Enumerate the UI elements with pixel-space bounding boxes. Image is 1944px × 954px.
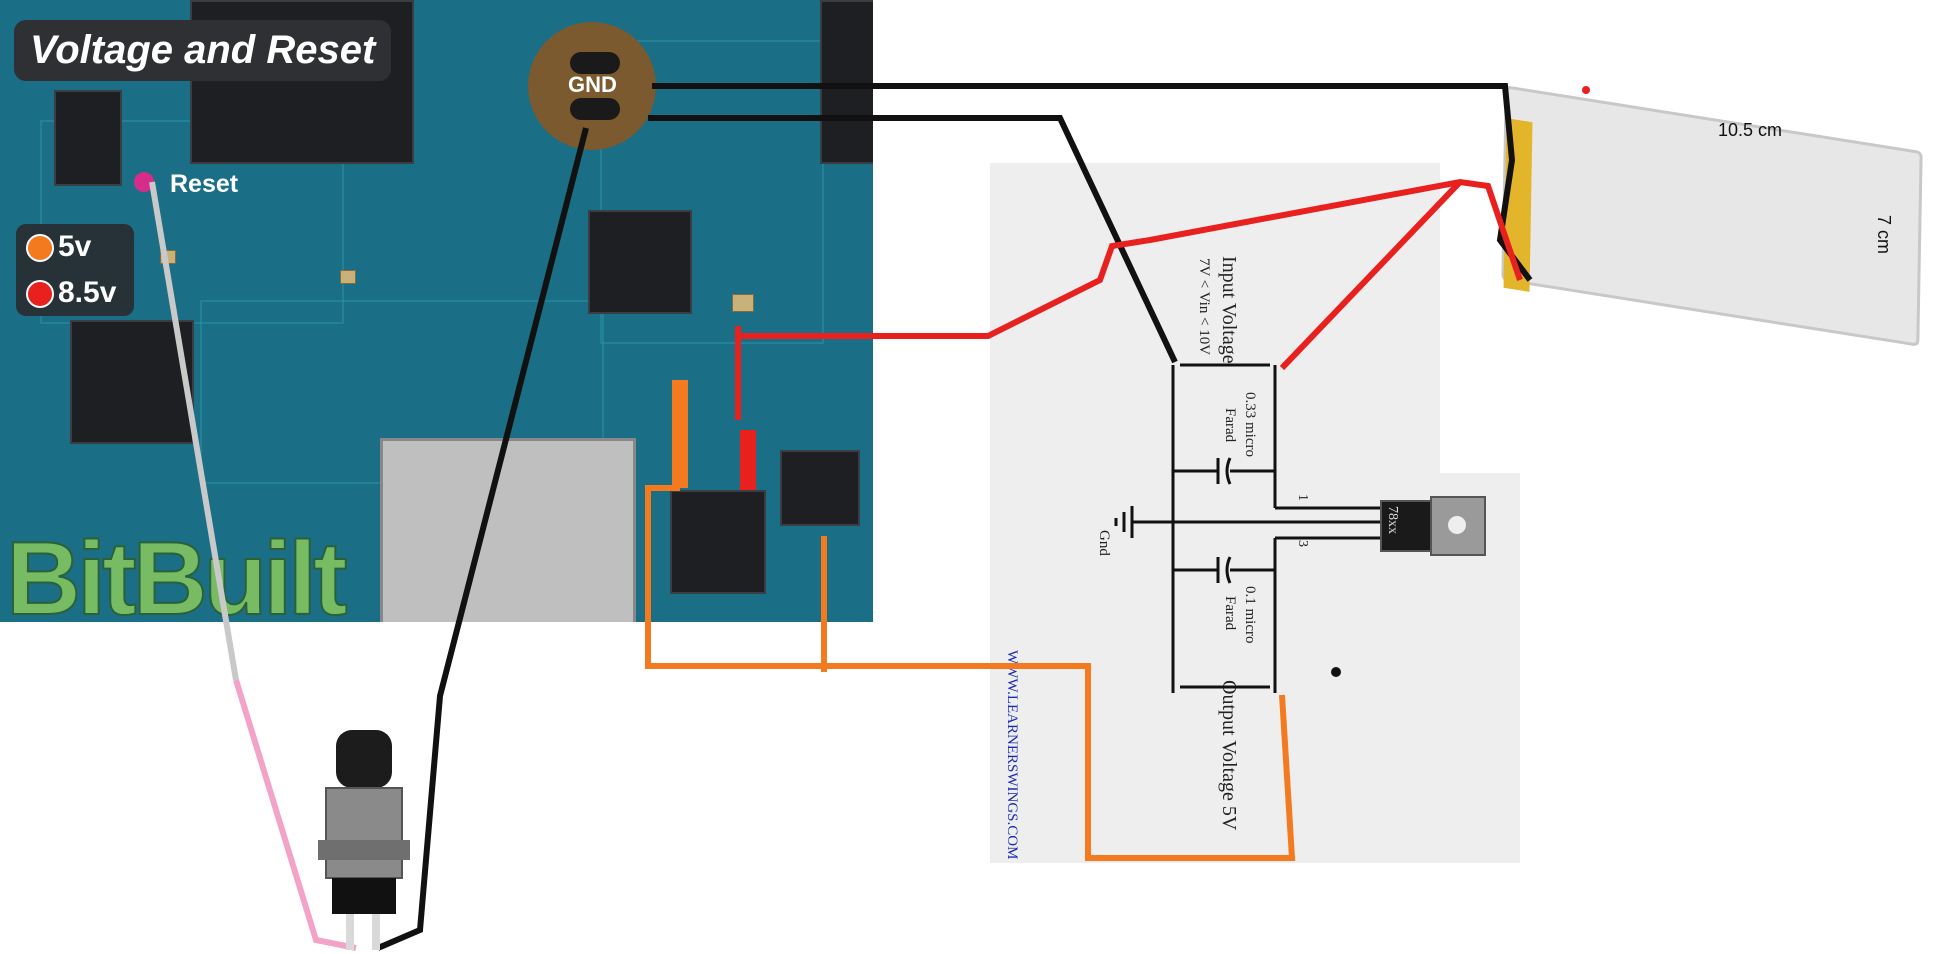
legend-swatch-5v bbox=[26, 234, 54, 262]
battery-width-label: 10.5 cm bbox=[1718, 120, 1783, 140]
small-chip bbox=[54, 90, 122, 186]
gnd-pad bbox=[528, 22, 656, 150]
gnd-wire-schematic bbox=[648, 115, 1178, 364]
button-nut bbox=[318, 840, 410, 860]
usb-port bbox=[380, 438, 636, 622]
reset-wire-grey bbox=[149, 181, 239, 681]
pcb-trace bbox=[600, 40, 824, 344]
regulator-chip bbox=[670, 490, 766, 594]
stray-red-dot bbox=[1582, 86, 1590, 94]
cap-out-plate-curved bbox=[1225, 556, 1232, 584]
button-cap bbox=[336, 730, 392, 788]
reset-point bbox=[134, 172, 154, 192]
vout-wire-main bbox=[645, 485, 1296, 861]
qfp-chip bbox=[70, 320, 194, 444]
reset-label: Reset bbox=[170, 170, 239, 198]
capacitor bbox=[732, 294, 754, 312]
regulator-heatsink-tab bbox=[1430, 496, 1486, 556]
stray-dot bbox=[1331, 667, 1341, 677]
edge-chip bbox=[820, 0, 873, 164]
reset-wire-pink bbox=[233, 679, 357, 951]
ethernet-chip bbox=[588, 210, 692, 314]
button-thread bbox=[325, 787, 403, 879]
legend-swatch-8v5 bbox=[26, 280, 54, 308]
soic-chip bbox=[780, 450, 860, 526]
vin-wire-schematic bbox=[1279, 179, 1463, 371]
button-body bbox=[332, 878, 396, 914]
vout-wires bbox=[645, 485, 1296, 861]
diagram-title: Voltage and Reset bbox=[14, 20, 392, 81]
pcb-photo: GND Voltage and Reset 5v 8.5v Reset BitB… bbox=[0, 0, 873, 622]
capacitor bbox=[340, 270, 356, 284]
button-terminal bbox=[372, 914, 380, 950]
schematic-lines bbox=[1114, 363, 1380, 693]
button-terminal bbox=[346, 914, 354, 950]
voltage-legend: 5v 8.5v bbox=[16, 224, 134, 316]
vin-wire-battery bbox=[738, 178, 1523, 339]
reset-push-button bbox=[318, 730, 410, 950]
reset-wire bbox=[149, 181, 357, 951]
gnd-wire-button bbox=[376, 127, 589, 951]
gnd-label: GND bbox=[568, 72, 617, 97]
cap-in-plate-curved bbox=[1225, 457, 1232, 485]
legend-label-8v5: 8.5v bbox=[58, 276, 117, 309]
vin-wires bbox=[735, 178, 1523, 420]
legend-label-5v: 5v bbox=[58, 230, 92, 263]
gnd-wires bbox=[376, 83, 1533, 951]
brand-watermark: BitBuilt bbox=[5, 520, 349, 622]
